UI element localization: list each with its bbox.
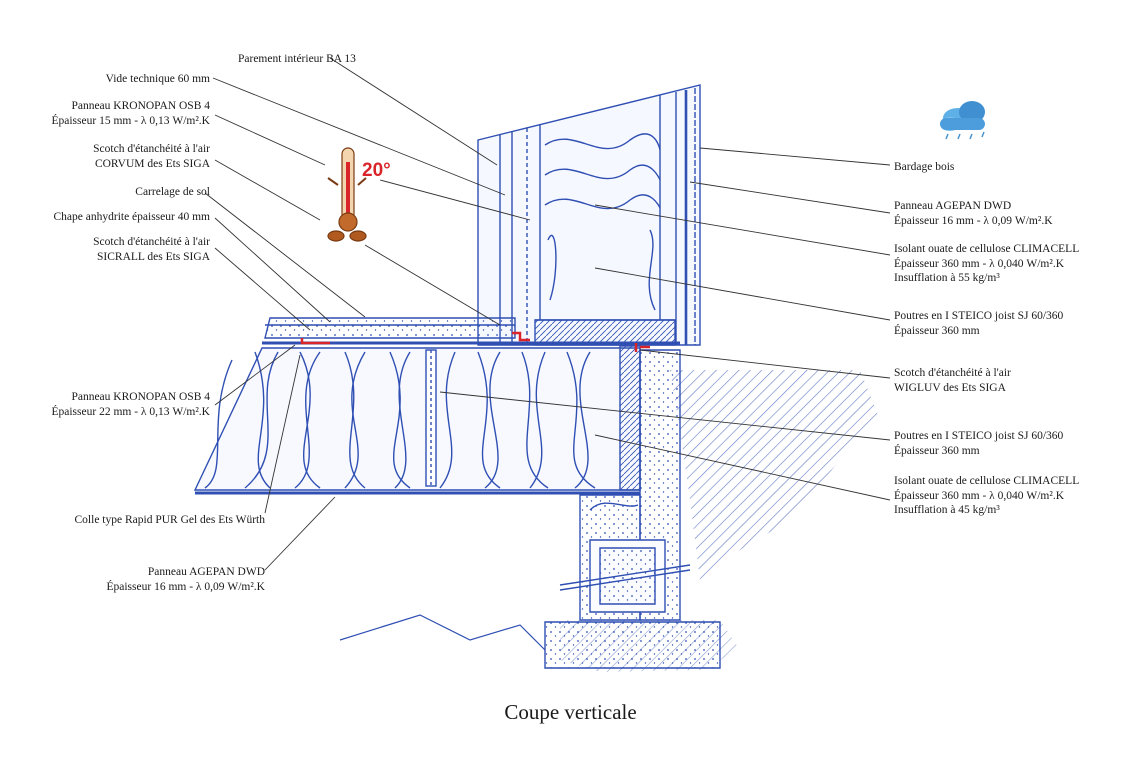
label-osb-15: Panneau KRONOPAN OSB 4 Épaisseur 15 mm -… [51, 100, 210, 127]
leader-lines [204, 57, 891, 571]
label-agepan-wall: Panneau AGEPAN DWD Épaisseur 16 mm - λ 0… [894, 200, 1053, 227]
temperature-label: 20° [362, 160, 391, 181]
label-scotch-sicrall: Scotch d'étanchéité à l'air SICRALL des … [93, 236, 210, 263]
label-agepan-bottom: Panneau AGEPAN DWD Épaisseur 16 mm - λ 0… [106, 566, 265, 593]
label-bardage: Bardage bois [894, 161, 955, 173]
foundation [544, 349, 721, 669]
label-scotch-wigluv: Scotch d'étanchéité à l'air WIGLUV des E… [894, 367, 1011, 394]
label-climacell-45: Isolant ouate de cellulose CLIMACELL Épa… [894, 475, 1080, 516]
label-osb-22: Panneau KRONOPAN OSB 4 Épaisseur 22 mm -… [51, 391, 210, 418]
label-vide-technique: Vide technique 60 mm [105, 73, 210, 85]
wall [477, 84, 701, 346]
rain-cloud-icon [940, 101, 985, 140]
label-chape: Chape anhydrite épaisseur 40 mm [53, 211, 211, 223]
label-parement-ba13: Parement intérieur BA 13 [238, 53, 356, 65]
label-colle: Colle type Rapid PUR Gel des Ets Würth [74, 514, 265, 526]
label-steico-floor: Poutres en I STEICO joist SJ 60/360 Épai… [894, 430, 1064, 457]
label-climacell-55: Isolant ouate de cellulose CLIMACELL Épa… [894, 243, 1080, 284]
floor [193, 317, 680, 495]
label-steico-wall: Poutres en I STEICO joist SJ 60/360 Épai… [894, 310, 1064, 337]
label-scotch-corvum: Scotch d'étanchéité à l'air CORVUM des E… [93, 143, 210, 170]
air-tape-marks [300, 331, 650, 352]
diagram-caption: Coupe verticale [504, 700, 637, 724]
thermometer-icon [327, 147, 367, 242]
label-carrelage: Carrelage de sol [135, 186, 210, 198]
